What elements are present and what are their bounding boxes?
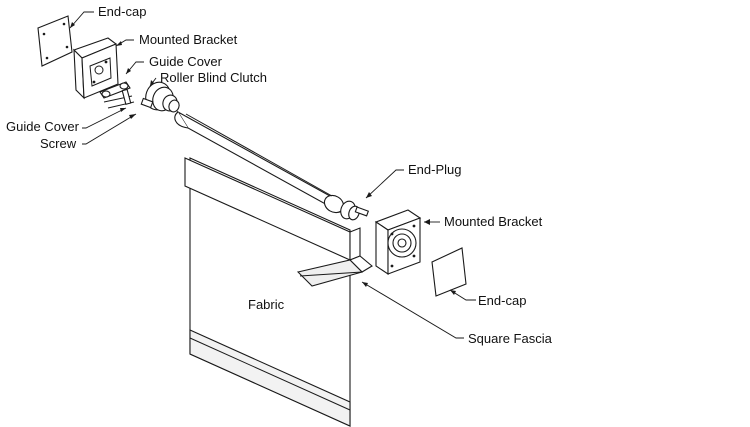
end-cap-right xyxy=(431,247,467,297)
label-end-cap-right: End-cap xyxy=(478,293,526,308)
label-roller-blind-clutch: Roller Blind Clutch xyxy=(160,70,267,85)
mounted-bracket-top xyxy=(72,37,119,100)
square-fascia xyxy=(184,157,373,287)
mounted-bracket-right xyxy=(374,209,422,276)
label-guide-cover: Guide Cover xyxy=(149,54,223,69)
label-square-fascia: Square Fascia xyxy=(468,331,553,346)
label-guide-cover-screw-line1: Guide Cover xyxy=(6,119,80,134)
end-plug xyxy=(340,200,370,221)
label-mounted-bracket-right: Mounted Bracket xyxy=(444,214,543,229)
label-end-cap-top: End-cap xyxy=(98,4,146,19)
end-cap-top xyxy=(37,15,73,67)
labels: End-cap Mounted Bracket Guide Cover Roll… xyxy=(6,4,553,346)
label-end-plug: End-Plug xyxy=(408,162,461,177)
label-guide-cover-screw-line2: Screw xyxy=(40,136,77,151)
guide-cover-screw xyxy=(103,88,135,109)
roller-tube xyxy=(174,110,345,214)
guide-cover xyxy=(99,81,131,99)
label-fabric: Fabric xyxy=(248,297,285,312)
label-mounted-bracket-top: Mounted Bracket xyxy=(139,32,238,47)
roller-blind-clutch xyxy=(140,81,180,113)
leader-lines xyxy=(69,11,476,339)
